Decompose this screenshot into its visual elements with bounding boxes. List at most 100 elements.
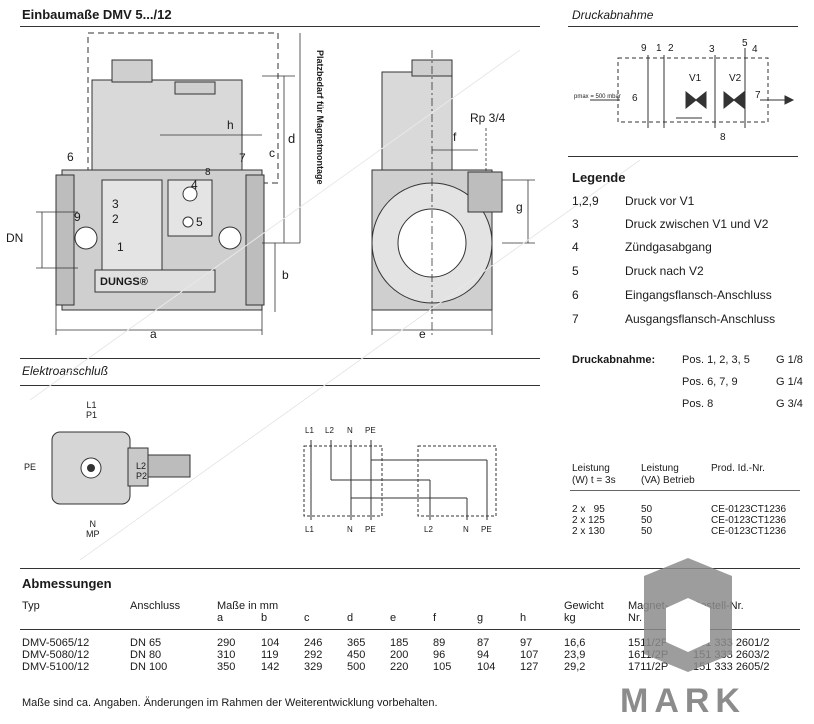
leistung-cell: CE-0123CT1236: [711, 526, 787, 537]
col-anschluss: Anschluss: [130, 600, 181, 612]
col-letter-h: h: [520, 612, 527, 624]
conn-nmp: N MP: [86, 519, 100, 539]
table-cell: DMV-5100/12: [22, 661, 90, 673]
table-cell: 151 333 2605/2: [693, 661, 770, 673]
legend-key: 5: [572, 264, 579, 278]
sch-p8: 8: [720, 132, 726, 143]
table-cell: 500: [347, 661, 366, 673]
logo-text: MARK: [620, 682, 746, 720]
sch-p6: 6: [632, 93, 638, 104]
col-letter-d: d: [347, 612, 354, 624]
leistung-cell: CE-0123CT1236: [711, 504, 787, 515]
leistung-cell: 2 x 130: [572, 526, 605, 537]
label-seven: 7: [239, 151, 246, 165]
legend-key: 6: [572, 288, 579, 302]
col-letter-e: e: [390, 612, 397, 624]
mark-logo: MARK: [604, 558, 814, 724]
table-cell: 89: [433, 637, 446, 649]
front-view: [55, 59, 265, 311]
col-kg: kg: [564, 612, 576, 624]
table-cell: 107: [520, 649, 539, 661]
dim-h: h: [227, 118, 234, 132]
sch-v2: V2: [729, 73, 742, 84]
table-cell: 94: [477, 649, 490, 661]
leistung-cell: CE-0123CT1236: [711, 515, 787, 526]
dim-d: d: [288, 131, 296, 146]
label-p2: 2: [112, 212, 119, 226]
legend-text: Druck nach V2: [625, 264, 704, 278]
legend-text: Zündgasabgang: [625, 240, 712, 254]
abmessungen-title: Abmessungen: [22, 576, 112, 591]
label-p9: 9: [74, 210, 81, 224]
leistung-header-va: Leistung (VA) Betrieb: [641, 463, 695, 486]
connector-plug-drawing: [51, 431, 191, 505]
rule-top-left: [20, 26, 540, 27]
mark-logo-icon: [644, 558, 732, 672]
label-p8: 8: [205, 167, 211, 178]
druck-pos: Pos. 1, 2, 3, 5: [682, 354, 750, 366]
sch-p2: 2: [668, 43, 674, 54]
druck-size: G 3/4: [776, 398, 803, 410]
leistung-rule: [570, 490, 800, 491]
wiring-diagram: [303, 440, 497, 520]
table-cell: 142: [261, 661, 280, 673]
side-dimensions: [371, 50, 535, 335]
label-rp: Rp 3/4: [470, 111, 506, 125]
table-cell: 97: [520, 637, 533, 649]
label-p5: 5: [196, 215, 203, 229]
label-six: 6: [67, 150, 74, 164]
front-dimensions: [36, 33, 301, 335]
table-cell: DMV-5065/12: [22, 637, 90, 649]
table-cell: 105: [433, 661, 452, 673]
table-cell: 119: [261, 649, 279, 661]
sch-pmax: pmax = 500 mbar: [574, 94, 621, 100]
rule-top-right: [568, 26, 798, 27]
dim-e: e: [419, 327, 426, 341]
sch-p9: 9: [641, 43, 647, 54]
table-cell: 310: [217, 649, 236, 661]
legend-key: 4: [572, 240, 579, 254]
table-cell: 29,2: [564, 661, 586, 673]
table-cell: 127: [520, 661, 539, 673]
leistung-header-id: Prod. Id.-Nr.: [711, 463, 765, 474]
wire-bl-pe: PE: [365, 525, 376, 534]
sch-p5: 5: [742, 38, 748, 49]
col-masse: Maße in mm: [217, 600, 279, 612]
legend-key: 7: [572, 312, 579, 326]
col-letter-c: c: [304, 612, 310, 624]
conn-pe: PE: [24, 462, 37, 472]
druckabnahme-heading: Druckabnahme: [572, 8, 654, 22]
col-letter-g: g: [477, 612, 484, 624]
table-cell: 104: [261, 637, 280, 649]
sch-p4: 4: [752, 44, 758, 55]
leistung-cell: 50: [641, 504, 653, 515]
conn-l1p1: L1 P1: [86, 400, 98, 420]
wire-top-l1: L1: [305, 426, 314, 435]
table-cell: 292: [304, 649, 323, 661]
elektro-heading: Elektroanschluß: [22, 364, 109, 378]
legend-text: Eingangsflansch-Anschluss: [625, 288, 772, 302]
table-cell: DN 65: [130, 637, 162, 649]
dim-dn: DN: [6, 231, 24, 245]
druck-pos: Pos. 8: [682, 398, 714, 410]
label-p4: 4: [191, 178, 198, 192]
table-cell: 87: [477, 637, 490, 649]
table-cell: DN 80: [130, 649, 162, 661]
table-cell: 16,6: [564, 637, 586, 649]
sch-p7: 7: [755, 90, 761, 101]
dim-g: g: [516, 200, 523, 214]
table-cell: 350: [217, 661, 236, 673]
leistung-cell: 2 x 95: [572, 504, 605, 515]
rule-mid-left: [20, 358, 540, 359]
sch-p1: 1: [656, 43, 662, 54]
druck-table-label: Druckabnahme:: [572, 354, 656, 366]
table-cell: 450: [347, 649, 366, 661]
legend-text: Ausgangsflansch-Anschluss: [625, 312, 776, 326]
druck-pos: Pos. 6, 7, 9: [682, 376, 738, 388]
rule-elektro: [20, 385, 540, 386]
rule-legend: [568, 156, 798, 157]
table-cell: 1711/2P: [628, 661, 669, 673]
table-cell: DMV-5080/12: [22, 649, 90, 661]
sch-v1: V1: [689, 73, 702, 84]
table-cell: 365: [347, 637, 366, 649]
